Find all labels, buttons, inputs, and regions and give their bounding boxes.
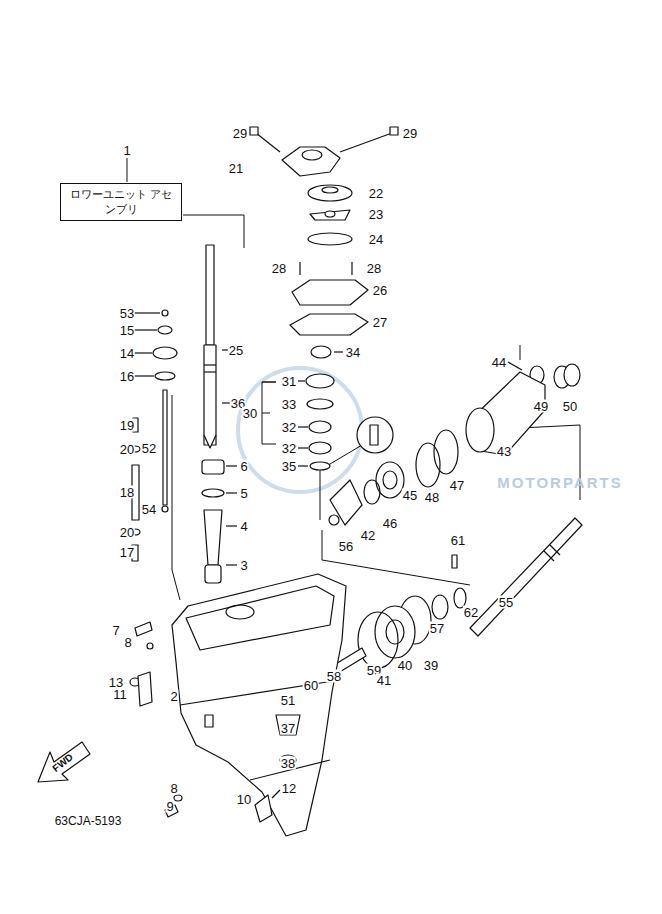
shift-rod-parts: [130, 310, 177, 561]
callout-number: 31: [281, 375, 297, 388]
callout-number: 38: [280, 757, 296, 770]
callout-number: 57: [429, 622, 445, 635]
callout-number: 20: [119, 443, 135, 456]
assembly-frame-lines: [127, 158, 580, 600]
callout-number: 50: [562, 400, 578, 413]
callout-number: 27: [372, 316, 388, 329]
assembly-name-box: ロワーユニット アセンブリ: [60, 183, 182, 221]
callout-number: 37: [280, 722, 296, 735]
callout-number: 11: [112, 688, 128, 701]
callout-number: 58: [326, 670, 342, 683]
watermark: MOTORPARTS: [496, 475, 623, 490]
callout-number: 4: [239, 520, 248, 533]
callout-number: 48: [424, 491, 440, 504]
callout-number: 29: [232, 127, 248, 140]
callout-number: 9: [165, 800, 174, 813]
callout-number: 15: [119, 324, 135, 337]
callout-number: 47: [449, 479, 465, 492]
callout-number: 5: [239, 487, 248, 500]
callout-number: 21: [228, 162, 244, 175]
callout-number: 44: [491, 356, 507, 369]
callout-number: 14: [119, 347, 135, 360]
callout-number: 22: [368, 187, 384, 200]
callout-number: 6: [239, 460, 248, 473]
callout-number: 35: [281, 460, 297, 473]
callout-number: 20: [119, 526, 135, 539]
callout-number: 12: [281, 782, 297, 795]
propeller-shaft-housing: [329, 362, 580, 525]
part-name: ロワーユニット アセンブリ: [65, 187, 177, 217]
callout-number: 62: [463, 606, 479, 619]
callout-number: 23: [368, 208, 384, 221]
callout-number: 28: [366, 262, 382, 275]
direction-label: FWD: [50, 751, 76, 774]
callout-number: 18: [119, 486, 135, 499]
callout-number: 28: [271, 262, 287, 275]
callout-number: 3: [239, 559, 248, 572]
callout-number: 7: [111, 624, 120, 637]
callout-number: 30: [242, 407, 258, 420]
diagram-code: 63CJA-5193: [54, 815, 123, 827]
callout-number: 10: [236, 793, 252, 806]
callout-number: 16: [119, 370, 135, 383]
callout-number: 53: [119, 307, 135, 320]
callout-number: 42: [360, 529, 376, 542]
watermark-logo: [238, 368, 362, 492]
callout-number: 43: [496, 445, 512, 458]
callout-number: 19: [119, 419, 135, 432]
callout-number: 1: [122, 144, 131, 157]
callout-number: 49: [533, 400, 549, 413]
callout-number: 33: [281, 398, 297, 411]
callout-number: 61: [450, 534, 466, 547]
callout-number: 56: [338, 540, 354, 553]
callout-number: 39: [423, 659, 439, 672]
callout-number: 34: [345, 346, 361, 359]
callout-number: 8: [123, 636, 132, 649]
callout-number: 2: [169, 690, 178, 703]
callout-number: 40: [397, 659, 413, 672]
callout-number: 32: [281, 421, 297, 434]
callout-number: 29: [402, 127, 418, 140]
callout-number: 26: [372, 284, 388, 297]
water-pump-parts: [250, 127, 398, 358]
callout-number: 25: [228, 344, 244, 357]
callout-number: 54: [141, 503, 157, 516]
callout-number: 46: [382, 517, 398, 530]
callout-number: 17: [119, 546, 135, 559]
callout-number: 52: [141, 442, 157, 455]
callout-number: 60: [303, 679, 319, 692]
forward-arrow: [38, 742, 90, 782]
callout-number: 55: [498, 596, 514, 609]
callout-number: 45: [402, 489, 418, 502]
bearing-stack: [298, 374, 393, 470]
callout-number: 24: [368, 233, 384, 246]
callout-number: 51: [280, 694, 296, 707]
callout-number: 41: [376, 674, 392, 687]
callout-number: 8: [169, 782, 178, 795]
lower-case-housing: [130, 574, 346, 836]
callout-number: 32: [281, 442, 297, 455]
drive-shaft: [202, 245, 237, 583]
